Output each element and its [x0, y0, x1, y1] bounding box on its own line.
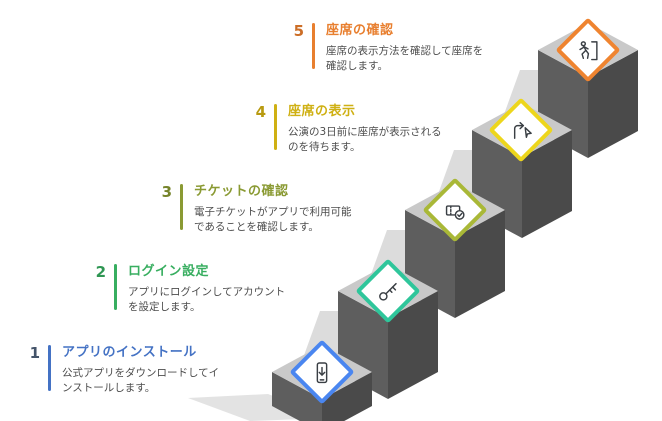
step-divider [312, 23, 315, 69]
cursor-arrow-icon [508, 117, 535, 144]
step-number: 2 [95, 263, 106, 281]
step-number: 3 [161, 183, 172, 201]
step-description: 座席の表示方法を確認して座席を確認します。 [326, 45, 484, 72]
step-description: 公演の3日前に座席が表示されるのを待ちます。 [288, 126, 442, 153]
step-title: 座席の表示 [288, 104, 356, 119]
exit-run-icon [575, 37, 602, 64]
step-number: 1 [29, 344, 40, 362]
step-divider [180, 184, 183, 230]
step-5-text: 5 座席の確認 座席の表示方法を確認して座席を確認します。 [278, 22, 489, 74]
step-title: アプリのインストール [62, 345, 197, 360]
step-5-diamond [555, 17, 621, 83]
step-4-text: 4 座席の表示 公演の3日前に座席が表示されるのを待ちます。 [240, 103, 451, 155]
step-title: ログイン設定 [128, 264, 210, 279]
step-description: 公式アプリをダウンロードしてインストールします。 [62, 367, 220, 394]
step-title: 座席の確認 [326, 23, 394, 38]
step-4-diamond [488, 97, 554, 163]
step-1-text: 1 アプリのインストール 公式アプリをダウンロードしてインストールします。 [14, 344, 225, 396]
step-divider [274, 104, 277, 150]
step-title: チケットの確認 [194, 184, 289, 199]
step-number: 5 [293, 22, 304, 40]
step-number: 4 [255, 103, 266, 121]
step-1-diamond [289, 339, 355, 405]
step-3-text: 3 チケットの確認 電子チケットがアプリで利用可能であることを確認します。 [146, 183, 357, 235]
step-3-diamond [422, 177, 488, 243]
step-divider [114, 264, 117, 310]
step-divider [48, 345, 51, 391]
step-description: アプリにログインしてアカウントを設定します。 [128, 286, 286, 313]
step-description: 電子チケットがアプリで利用可能であることを確認します。 [194, 206, 352, 233]
step-2-text: 2 ログイン設定 アプリにログインしてアカウントを設定します。 [80, 263, 291, 315]
step-2-diamond [355, 258, 421, 324]
smartphone-download-icon [309, 359, 336, 386]
key-icon [375, 278, 402, 305]
ticket-check-icon [442, 197, 469, 224]
